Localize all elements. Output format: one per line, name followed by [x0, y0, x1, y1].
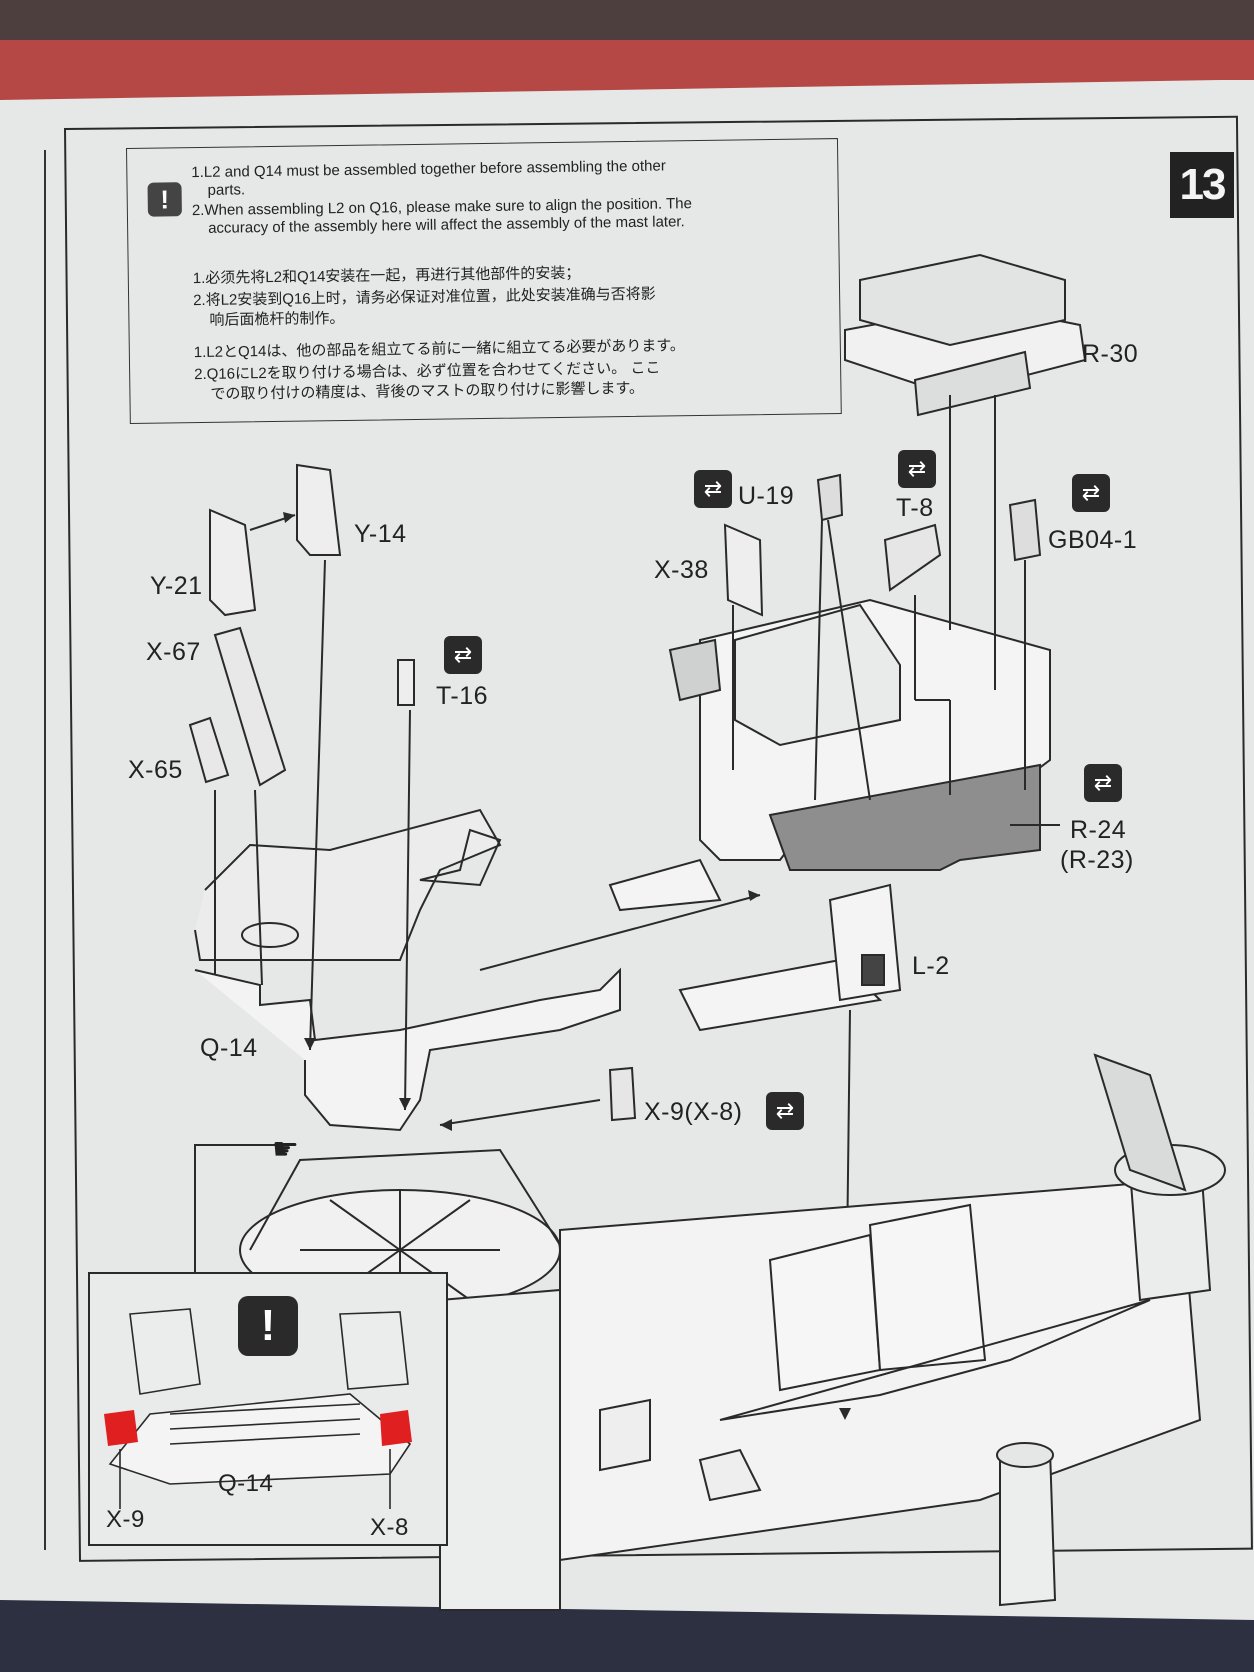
label-gb04: GB04-1 [1048, 526, 1138, 554]
part-x65-shape [188, 716, 230, 784]
part-x67-shape [213, 626, 287, 787]
label-x9-x8: X-9(X-8) [644, 1098, 743, 1126]
mirror-part-icon: ⇄ [766, 1092, 804, 1130]
label-r24: R-24 [1070, 816, 1127, 844]
step-number: 13 [1170, 152, 1234, 218]
exclamation-icon: ! [238, 1296, 298, 1356]
ship-hull-shape [239, 1053, 1226, 1611]
inset-label-x8: X-8 [370, 1514, 409, 1541]
mirror-part-icon: ⇄ [1072, 474, 1110, 512]
label-r30: R-30 [1082, 340, 1139, 368]
part-t8-shape [883, 523, 942, 592]
label-x67: X-67 [146, 638, 201, 666]
label-t16: T-16 [436, 682, 489, 710]
part-x38-shape [723, 523, 764, 617]
label-t8: T-8 [896, 494, 934, 522]
part-t16-shape [397, 659, 415, 706]
mirror-part-icon: ⇄ [444, 636, 482, 674]
part-r24-highlight [768, 763, 1041, 871]
part-r30-shape [844, 253, 1087, 420]
label-x38: X-38 [654, 556, 709, 584]
part-l2-assembly-shape [608, 598, 1051, 1032]
part-y14-shape [296, 463, 342, 556]
label-y21: Y-21 [150, 572, 203, 600]
label-x65: X-65 [128, 756, 183, 784]
inset-detail: ! Q-14 X-9 X-8 [88, 1272, 448, 1546]
inset-label-x9: X-9 [106, 1506, 145, 1533]
part-x9-shape [608, 1066, 637, 1122]
mirror-part-icon: ⇄ [694, 470, 732, 508]
mirror-part-icon: ⇄ [898, 450, 936, 488]
pointing-hand-icon: ☛ [272, 1133, 299, 1166]
inset-label-q14: Q-14 [218, 1470, 274, 1497]
part-y21-shape [209, 508, 257, 617]
label-q14: Q-14 [200, 1034, 258, 1062]
label-u19: U-19 [738, 482, 795, 510]
part-x9-red-highlight [104, 1410, 138, 1446]
label-r23: (R-23) [1060, 846, 1134, 874]
mirror-part-icon: ⇄ [1084, 764, 1122, 802]
part-gb04-shape [1008, 498, 1042, 562]
part-x8-red-highlight [380, 1410, 412, 1446]
label-l2: L-2 [912, 952, 950, 980]
part-u19-shape [816, 473, 844, 522]
previous-page-frame [0, 150, 46, 1550]
label-y14: Y-14 [354, 520, 407, 548]
inset-drawing [104, 1308, 412, 1509]
part-q14-shape [194, 808, 621, 1132]
